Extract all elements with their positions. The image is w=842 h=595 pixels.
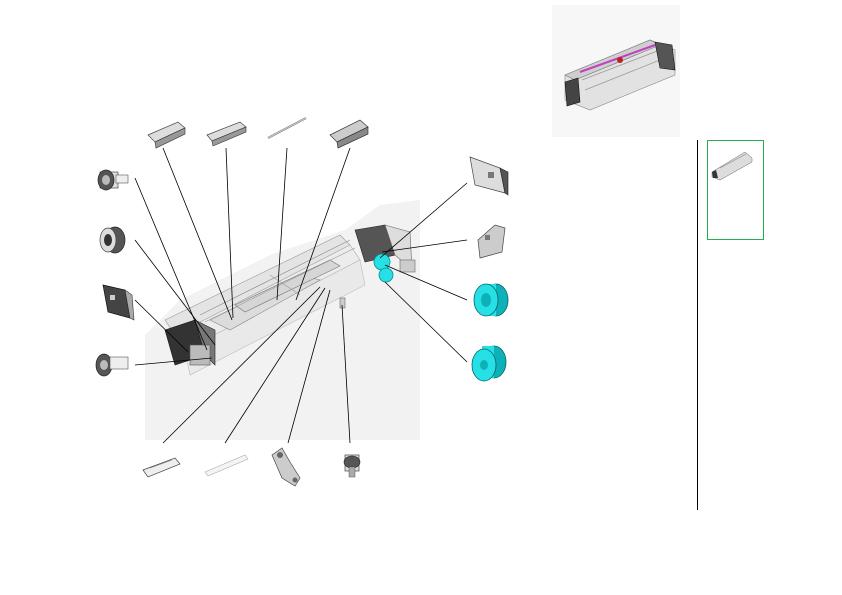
flat-spring-bottom: [204, 454, 249, 477]
thumbnail-assembly-image: [711, 151, 753, 181]
spring-bracket-bottom: [142, 457, 181, 478]
ring-bearing-left: [99, 226, 126, 254]
roller-highlighted-upper: [473, 283, 509, 317]
shaft-rod-top: [267, 117, 307, 139]
bracket-top-1: [147, 121, 186, 149]
thumbnail-frame[interactable]: [707, 140, 764, 240]
hook-bracket-right: [477, 224, 506, 259]
side-frame-right: [469, 156, 509, 196]
main-assembly: [145, 200, 420, 440]
lever-arm-bottom: [271, 447, 301, 487]
gear-bushing-top-left: [97, 169, 129, 191]
gear-bushing-bottom-left: [95, 353, 129, 377]
side-frame-left: [102, 284, 135, 321]
overview-assembly-image: [552, 5, 680, 137]
gear-bushing-bottom: [343, 454, 361, 478]
roller-highlighted-lower: [471, 345, 507, 382]
divider-line: [697, 140, 698, 510]
clip-bracket-top: [329, 119, 369, 149]
leader-lines: [134, 147, 468, 444]
bracket-top-2: [206, 121, 247, 147]
